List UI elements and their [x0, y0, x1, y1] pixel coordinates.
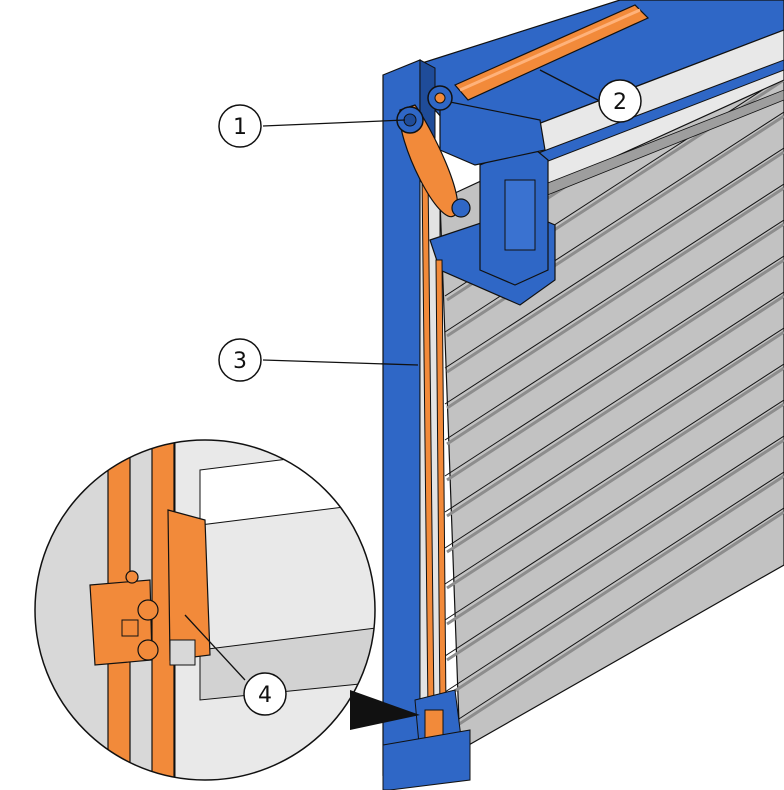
slat-groove — [444, 219, 784, 441]
slat-groove — [444, 255, 784, 477]
belt-pulley — [396, 85, 471, 218]
callout-1: 1 — [218, 104, 262, 148]
callout-4: 4 — [243, 672, 287, 716]
slat-shadow — [446, 186, 784, 410]
slat-groove — [444, 183, 784, 405]
slat-shadow — [446, 150, 784, 374]
slat-shadow — [446, 114, 784, 338]
slat-shadow — [446, 474, 784, 698]
slat-groove — [444, 471, 784, 693]
bottom-belt-carriage — [382, 689, 471, 790]
slat-groove — [444, 399, 784, 621]
callout-label-1: 1 — [233, 115, 247, 140]
callout-label-3: 3 — [233, 349, 247, 374]
slat-shadow — [446, 366, 784, 590]
drive-motor-housing — [429, 99, 556, 306]
slat-groove — [444, 291, 784, 513]
belt-clamp-detail — [34, 439, 420, 781]
slat-groove — [444, 435, 784, 657]
slat-shadow — [446, 330, 784, 554]
slat-shadow — [446, 294, 784, 518]
slat-groove — [444, 147, 784, 369]
slat-groove — [444, 507, 784, 729]
slat-shadow — [446, 402, 784, 626]
slat-shadow — [446, 258, 784, 482]
callout-3: 3 — [218, 338, 262, 382]
callout-leaders — [184, 69, 599, 681]
slat-groove — [444, 327, 784, 549]
callout-label-4: 4 — [258, 683, 272, 708]
callout-2: 2 — [598, 79, 642, 123]
shaft — [454, 4, 650, 101]
callout-label-2: 2 — [613, 90, 627, 115]
slat-shadow — [446, 222, 784, 446]
slat-groove — [444, 363, 784, 585]
slat-shadow — [446, 438, 784, 662]
slat-shadow — [446, 510, 784, 734]
